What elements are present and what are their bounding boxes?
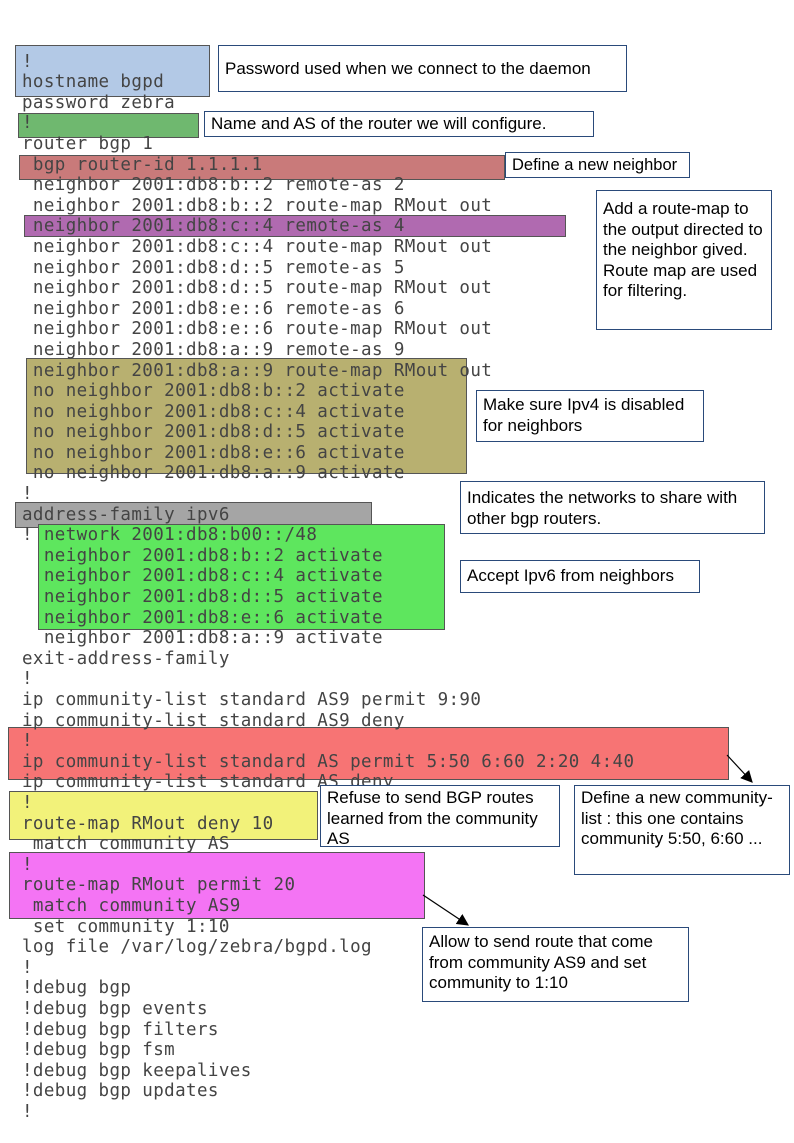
code-line: ! <box>22 51 33 72</box>
code-line: ip community-list standard AS9 deny <box>22 710 405 731</box>
code-line: neighbor 2001:db8:c::4 route-map RMout o… <box>22 236 493 257</box>
code-line: neighbor 2001:db8:e::6 activate <box>22 607 383 628</box>
note-route-map: Add a route-map to the output directed t… <box>596 190 772 330</box>
note-ipv6: Accept Ipv6 from neighbors <box>460 560 700 593</box>
highlight-route-map-permit <box>9 852 425 919</box>
code-line: no neighbor 2001:db8:e::6 activate <box>22 442 405 463</box>
code-line: ! <box>22 1101 33 1122</box>
code-line: neighbor 2001:db8:e::6 route-map RMout o… <box>22 319 493 340</box>
code-line: ! <box>22 854 33 875</box>
code-line: exit-address-family <box>22 648 230 669</box>
code-line: !debug bgp updates <box>22 1081 219 1102</box>
highlight-ipv6-activate <box>38 524 445 630</box>
arrow-to-allow-note <box>422 894 469 926</box>
highlight-community-list-as <box>8 727 729 780</box>
code-line: neighbor 2001:db8:c::4 activate <box>22 566 383 587</box>
code-line: !debug bgp fsm <box>22 1040 176 1061</box>
code-line: match community AS <box>22 834 230 855</box>
highlight-route-map-out <box>24 215 566 237</box>
note-ipv4: Make sure Ipv4 is disabled for neighbors <box>476 390 704 442</box>
highlight-hostname-password <box>15 45 210 97</box>
code-line: neighbor 2001:db8:b::2 remote-as 2 <box>22 175 405 196</box>
code-line: log file /var/log/zebra/bgpd.log <box>22 937 372 958</box>
code-line: ! <box>22 484 33 505</box>
code-line: !debug bgp events <box>22 998 208 1019</box>
code-line: hostname bgpd <box>22 72 165 93</box>
code-line: no neighbor 2001:db8:a::9 activate <box>22 463 405 484</box>
code-line: neighbor 2001:db8:a::9 remote-as 9 <box>22 339 405 360</box>
code-line: neighbor 2001:db8:a::9 route-map RMout o… <box>22 360 493 381</box>
code-line: !debug bgp filters <box>22 1019 219 1040</box>
code-line: neighbor 2001:db8:d::5 remote-as 5 <box>22 257 405 278</box>
highlight-no-neighbor-activate <box>26 358 467 474</box>
code-line: address-family ipv6 <box>22 504 230 525</box>
code-line: router bgp 1 <box>22 133 154 154</box>
code-line: neighbor 2001:db8:b::2 route-map RMout o… <box>22 195 493 216</box>
code-line: ! <box>22 792 33 813</box>
note-community-list: Define a new community-list : this one c… <box>574 785 790 875</box>
note-allow: Allow to send route that come from commu… <box>422 927 689 1002</box>
code-line: neighbor 2001:db8:a::9 activate <box>22 628 383 649</box>
note-refuse: Refuse to send BGP routes learned from t… <box>320 785 560 847</box>
code-line: neighbor 2001:db8:d::5 route-map RMout o… <box>22 278 493 299</box>
code-line: set community 1:10 <box>22 916 230 937</box>
code-line: ip community-list standard AS9 permit 9:… <box>22 690 482 710</box>
code-line: ip community-list standard AS permit 5:5… <box>22 751 635 772</box>
code-line: !debug bgp <box>22 978 132 999</box>
note-password: Password used when we connect to the dae… <box>218 45 627 92</box>
code-line: password zebra <box>22 92 176 113</box>
code-line: neighbor 2001:db8:d::5 activate <box>22 587 383 608</box>
highlight-neighbor-remote-as <box>19 155 505 180</box>
code-line: match community AS9 <box>22 895 241 916</box>
code-line: ! <box>22 113 33 134</box>
code-line: ! <box>22 731 33 752</box>
highlight-router-bgp <box>18 113 199 138</box>
code-line: route-map RMout permit 20 <box>22 875 296 896</box>
note-neighbor: Define a new neighbor <box>505 152 690 178</box>
code-line: neighbor 2001:db8:e::6 remote-as 6 <box>22 298 405 319</box>
code-line: !debug bgp keepalives <box>22 1060 252 1081</box>
code-line: bgp router-id 1.1.1.1 <box>22 154 263 175</box>
code-line: ! network 2001:db8:b00::/48 <box>22 525 318 546</box>
code-line: no neighbor 2001:db8:c::4 activate <box>22 401 405 422</box>
code-line: ! <box>22 669 33 690</box>
code-line: neighbor 2001:db8:b::2 activate <box>22 545 383 566</box>
code-line: ! <box>22 957 33 978</box>
note-router: Name and AS of the router we will config… <box>204 111 594 137</box>
highlight-route-map-deny <box>9 791 318 840</box>
code-line: route-map RMout deny 10 <box>22 813 274 834</box>
code-line: neighbor 2001:db8:c::4 remote-as 4 <box>22 216 405 237</box>
code-line: no neighbor 2001:db8:b::2 activate <box>22 381 405 402</box>
arrow-to-community-list-note <box>726 754 753 783</box>
note-networks: Indicates the networks to share with oth… <box>460 481 765 534</box>
code-line: no neighbor 2001:db8:d::5 activate <box>22 422 405 443</box>
